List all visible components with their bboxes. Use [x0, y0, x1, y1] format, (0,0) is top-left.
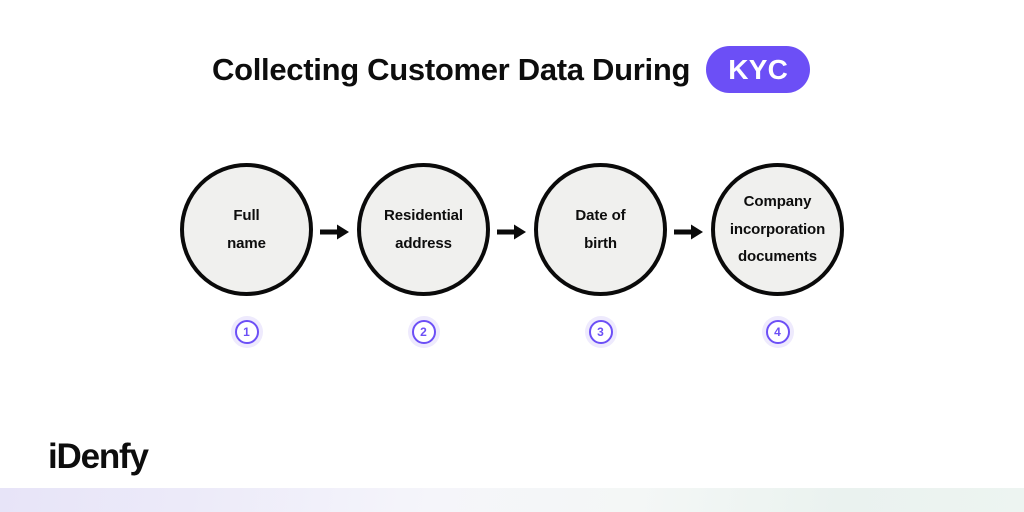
flow-step-4-label: Company incorporation documents: [715, 188, 840, 271]
flow-step-1-line2: name: [227, 234, 266, 252]
flow-step-3-bubble[interactable]: Date of birth: [534, 163, 667, 296]
flow-step-3-line2: birth: [584, 234, 617, 252]
flow-step-1-number: 1: [234, 320, 259, 344]
flow-step-4-bubble[interactable]: Company incorporation documents: [711, 163, 844, 296]
flow-step-3-number: 3: [588, 320, 613, 344]
flow-step-1-bubble[interactable]: Full name: [180, 163, 313, 296]
flow-step-2-line1: Residential: [384, 206, 463, 224]
flow-step-3-line1: Date of: [575, 206, 626, 224]
flow-step-3-label: Date of birth: [538, 202, 663, 258]
flow-step-4-line2: incorporation: [729, 220, 826, 238]
bottom-gradient-strip: [0, 488, 1024, 512]
flow-step-1-line1: Full: [233, 206, 260, 224]
flow-step-1[interactable]: Full name 1: [180, 163, 313, 344]
arrow-right-icon-3: [667, 224, 711, 240]
arrow-right-icon-2: [490, 224, 534, 240]
flow-step-4-line3: documents: [737, 248, 818, 266]
flow-step-3[interactable]: Date of birth 3: [534, 163, 667, 344]
flow-step-2-bubble[interactable]: Residential address: [357, 163, 490, 296]
idenfy-logo: iDenfy: [48, 437, 149, 476]
flow-step-2-label: Residential address: [361, 202, 486, 258]
flow-step-2-line2: address: [395, 234, 452, 252]
flow-step-4[interactable]: Company incorporation documents 4: [711, 163, 844, 344]
flow-step-2[interactable]: Residential address 2: [357, 163, 490, 344]
flow-step-1-label: Full name: [184, 202, 309, 258]
flow-step-4-number: 4: [765, 320, 790, 344]
page-title-text: Collecting Customer Data During: [212, 52, 691, 87]
kyc-badge: KYC: [706, 46, 811, 93]
arrow-right-icon-1: [313, 224, 357, 240]
flow-step-4-line1: Company: [743, 192, 812, 210]
page-title: Collecting Customer Data During KYC: [212, 46, 811, 93]
flow-step-2-number: 2: [411, 320, 436, 344]
process-flow: Full name 1 Residential address 2: [180, 163, 844, 344]
